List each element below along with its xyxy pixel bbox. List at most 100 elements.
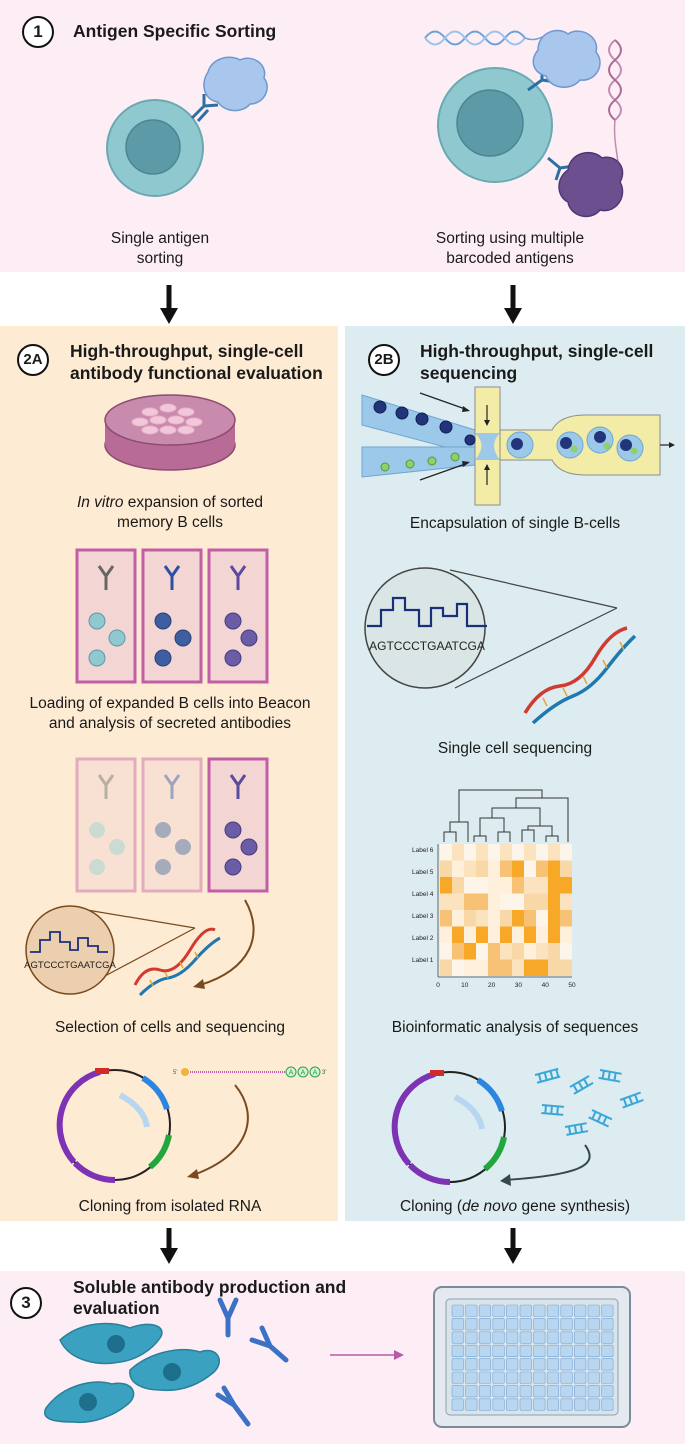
plate-well	[506, 1358, 519, 1371]
heatmap-cell	[524, 860, 536, 877]
plate-well	[465, 1358, 478, 1371]
plate-well	[451, 1385, 464, 1398]
plate-well	[465, 1371, 478, 1384]
pen-1	[75, 548, 137, 684]
plate-well	[506, 1318, 519, 1331]
heatmap-cell	[560, 926, 572, 943]
heatmap-cell	[452, 893, 464, 910]
plate-well	[533, 1331, 546, 1344]
heatmap-cell	[488, 877, 500, 894]
plate-well	[533, 1371, 546, 1384]
plate-well	[546, 1318, 559, 1331]
heatmap-cell	[440, 926, 452, 943]
step-2a-2-caption-line1: Loading of expanded B cells into Beacon	[29, 695, 311, 712]
row-label-2: Label 2	[412, 935, 434, 942]
plate-well	[560, 1344, 573, 1358]
plate-well	[451, 1344, 464, 1358]
heatmap-cell	[464, 959, 476, 976]
heatmap-cell	[500, 959, 512, 976]
heatmap-cell	[440, 860, 452, 877]
section-2b-number: 2B	[368, 344, 400, 376]
plate-well	[587, 1344, 600, 1358]
arrow-2b-to-3	[504, 1228, 522, 1264]
heatmap-cell	[548, 943, 560, 960]
plate-well	[601, 1331, 614, 1344]
heatmap-cell	[548, 860, 560, 877]
plate-well	[574, 1331, 587, 1344]
beacon-pens-loaded	[75, 548, 269, 684]
row-label-3: Label 3	[412, 913, 434, 920]
plate-well	[601, 1358, 614, 1371]
transfer-arrow	[330, 1350, 404, 1360]
plate-well	[465, 1304, 478, 1317]
plate-well	[451, 1398, 464, 1411]
antibody-icon	[249, 1325, 289, 1363]
heatmap-cell	[560, 877, 572, 894]
heatmap-cell	[440, 877, 452, 894]
rna-five-prime: 5'	[173, 1070, 177, 1076]
heatmap-cell	[452, 860, 464, 877]
heatmap-cell	[524, 893, 536, 910]
plate-well	[574, 1344, 587, 1358]
plate-well	[492, 1398, 505, 1411]
heatmap-cell	[536, 910, 548, 927]
heatmap-cell	[476, 844, 488, 861]
single-antigen-caption-line2: sorting	[136, 250, 184, 267]
plate-well	[519, 1398, 532, 1411]
heatmap-cell	[476, 926, 488, 943]
section-2b-title-line2: sequencing	[420, 363, 518, 383]
heatmap-cell	[560, 844, 572, 861]
heatmap-cell	[524, 844, 536, 861]
plate-well	[587, 1331, 600, 1344]
plate-well	[546, 1398, 559, 1411]
plate-well	[478, 1398, 492, 1411]
heatmap-cell	[536, 943, 548, 960]
dendrogram	[443, 789, 569, 842]
droplet	[616, 434, 644, 462]
heatmap-cell	[464, 844, 476, 861]
plate-well	[574, 1385, 587, 1398]
microfluidic-encapsulation-illustration	[361, 386, 675, 506]
step-2b-2-caption: Single cell sequencing	[437, 740, 593, 757]
heatmap-cell	[452, 877, 464, 894]
step-2b-3-caption: Bioinformatic analysis of sequences	[391, 1019, 639, 1036]
heatmap-cell	[464, 860, 476, 877]
producer-cell	[129, 1349, 220, 1392]
heatmap-cell	[548, 926, 560, 943]
plate-well	[601, 1398, 614, 1411]
plate-well	[451, 1318, 464, 1331]
nucleus	[125, 119, 181, 175]
plate-well	[574, 1371, 587, 1384]
heatmap-cell	[548, 844, 560, 861]
heatmap-cell	[452, 959, 464, 976]
step-2a-1-caption-line2: memory B cells	[117, 514, 223, 531]
heatmap-cell	[500, 860, 512, 877]
heatmap-cell	[536, 893, 548, 910]
heatmap-cell	[512, 910, 524, 927]
plate-well	[533, 1398, 546, 1411]
plate-well	[587, 1358, 600, 1371]
sequence-text: AGTCCCTGAATCGA	[369, 639, 485, 653]
heatmap-cell	[512, 926, 524, 943]
section-2a-title-line2: antibody functional evaluation	[70, 363, 323, 383]
antigen-blue-icon	[532, 29, 601, 88]
plate-well	[533, 1304, 546, 1317]
plate-well	[533, 1318, 546, 1331]
plate-well	[492, 1371, 505, 1384]
pen-faded-2	[141, 757, 203, 893]
x-tick-0: 0	[436, 982, 440, 989]
plate-well	[478, 1331, 492, 1344]
plate-well	[506, 1398, 519, 1411]
plate-well	[546, 1304, 559, 1317]
antibody-icon	[215, 1385, 251, 1427]
multi-antigen-cell-illustration	[424, 29, 624, 218]
plate-well	[519, 1331, 532, 1344]
row-label-5: Label 5	[412, 869, 434, 876]
heatmap-cell	[512, 877, 524, 894]
heatmap-x-ticks: 0 10 20 30 40 50	[436, 982, 576, 989]
plate-well	[587, 1304, 600, 1317]
section-2a-title-line1: High-throughput, single-cell	[70, 341, 304, 361]
heatmap-cell	[500, 943, 512, 960]
assay-plate-icon	[433, 1286, 631, 1428]
